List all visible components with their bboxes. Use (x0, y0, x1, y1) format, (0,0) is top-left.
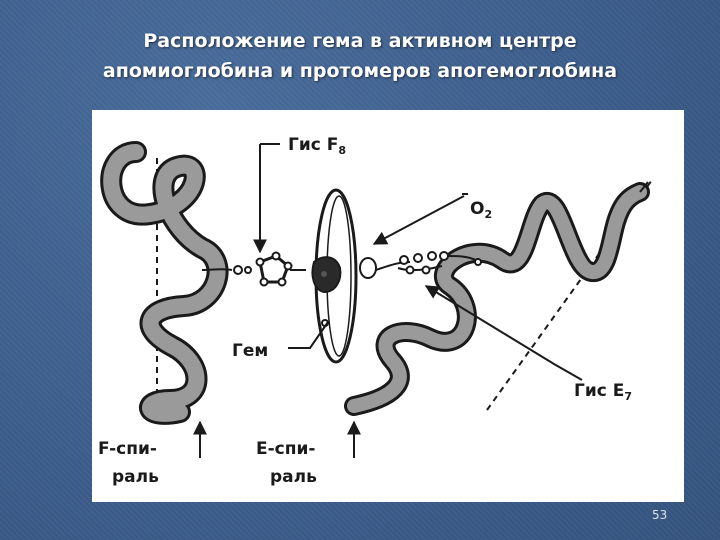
f-helix-label-line-2: раль (112, 467, 159, 487)
heme-leader (288, 321, 329, 349)
figure-panel: Гис F8 O2 Гем Гис E7 F-спи- раль E-спи- … (92, 110, 684, 502)
his-f8-label: Гис F8 (288, 135, 346, 157)
o2-label: O2 (470, 199, 492, 221)
heme-diagram: Гис F8 O2 Гем Гис E7 F-спи- раль E-спи- … (98, 135, 653, 487)
f-helix-label-line-1: F-спи- (98, 439, 157, 459)
f-helix-ribbon (100, 141, 229, 425)
slide-title-line-2: апомиоглобина и протомеров апогемоглобин… (102, 60, 618, 82)
heme-disk (311, 188, 358, 364)
imidazole-ring (255, 251, 306, 287)
o2-arrow (372, 195, 465, 245)
slide-title: Расположение гема в активном центре апом… (40, 26, 680, 86)
his-e7-label: Гис E7 (574, 381, 632, 403)
heme-label: Гем (232, 341, 268, 361)
e-helix-label-line-1: E-спи- (256, 439, 315, 459)
his-e7-leader (424, 285, 583, 381)
slide-title-line-1: Расположение гема в активном центре (143, 30, 577, 52)
page-number: 53 (652, 508, 668, 522)
e-helix-label-line-2: раль (270, 467, 317, 487)
oxygen-and-distal-chain (359, 251, 482, 279)
proximal-histidine-linker (201, 265, 252, 275)
e-helix-ribbon (344, 181, 650, 416)
